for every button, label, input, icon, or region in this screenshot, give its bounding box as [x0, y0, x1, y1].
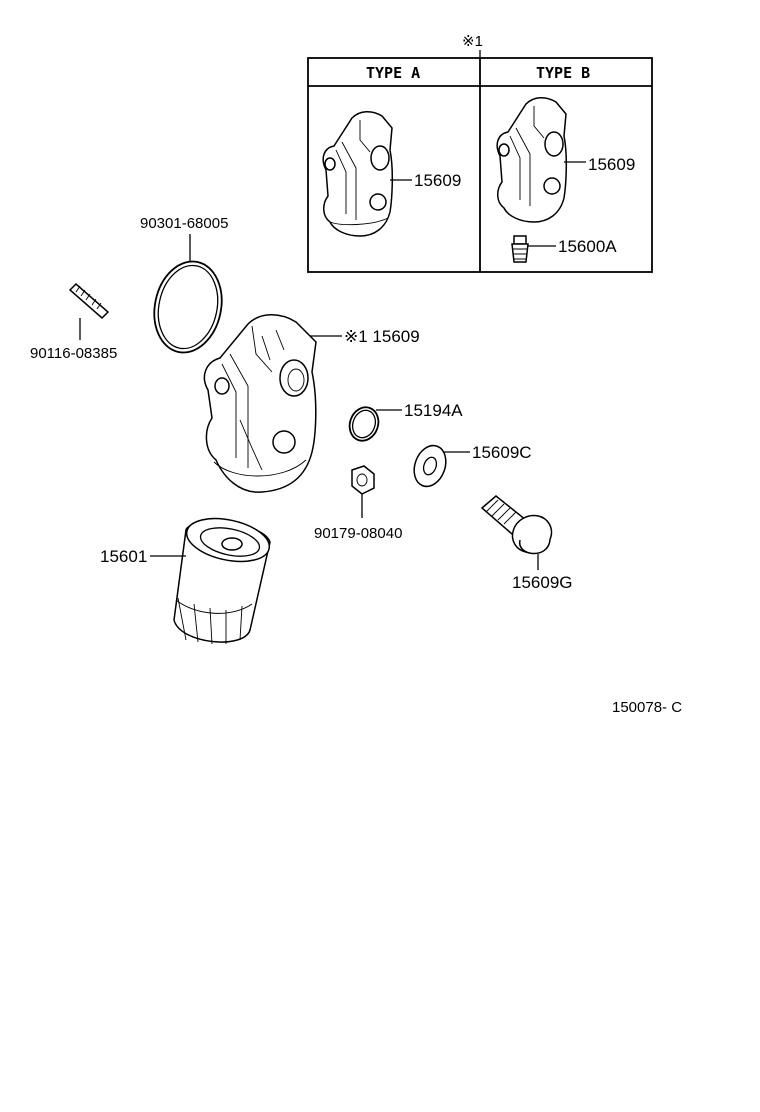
- type-b-plug-drawing[interactable]: [511, 235, 529, 263]
- type-a-bracket-drawing[interactable]: [322, 111, 394, 237]
- type-inset-box: ※1 TYPE A TYPE B 15609 15609: [307, 33, 653, 273]
- filter-bracket-drawing[interactable]: [203, 314, 317, 493]
- union-bolt-drawing[interactable]: [480, 495, 558, 560]
- label-o-ring-small: 15194A: [404, 401, 463, 420]
- type-b-plug-label: 15600A: [558, 237, 617, 256]
- oil-filter-drawing[interactable]: [173, 512, 273, 645]
- o-ring-large-drawing[interactable]: [146, 255, 230, 359]
- type-b-header: TYPE B: [536, 64, 590, 82]
- gasket-drawing[interactable]: [409, 441, 452, 491]
- label-nut: 90179-08040: [314, 525, 402, 542]
- label-filter-bracket: ※1 15609: [344, 327, 420, 346]
- type-a-part-label: 15609: [414, 171, 461, 190]
- label-stud: 90116-08385: [30, 345, 117, 362]
- inset-note-marker: ※1: [462, 33, 483, 50]
- stud-drawing[interactable]: [68, 282, 110, 320]
- label-oil-filter: 15601: [100, 547, 147, 566]
- type-b-part-label: 15609: [588, 155, 635, 174]
- label-o-ring-large: 90301-68005: [140, 215, 228, 232]
- diagram-id: 150078- C: [612, 699, 682, 716]
- nut-drawing[interactable]: [351, 465, 375, 495]
- o-ring-small-drawing[interactable]: [345, 403, 383, 445]
- label-gasket: 15609C: [472, 443, 532, 462]
- type-a-header: TYPE A: [366, 64, 420, 82]
- label-union-bolt: 15609G: [512, 573, 573, 592]
- type-b-bracket-drawing[interactable]: [496, 97, 568, 223]
